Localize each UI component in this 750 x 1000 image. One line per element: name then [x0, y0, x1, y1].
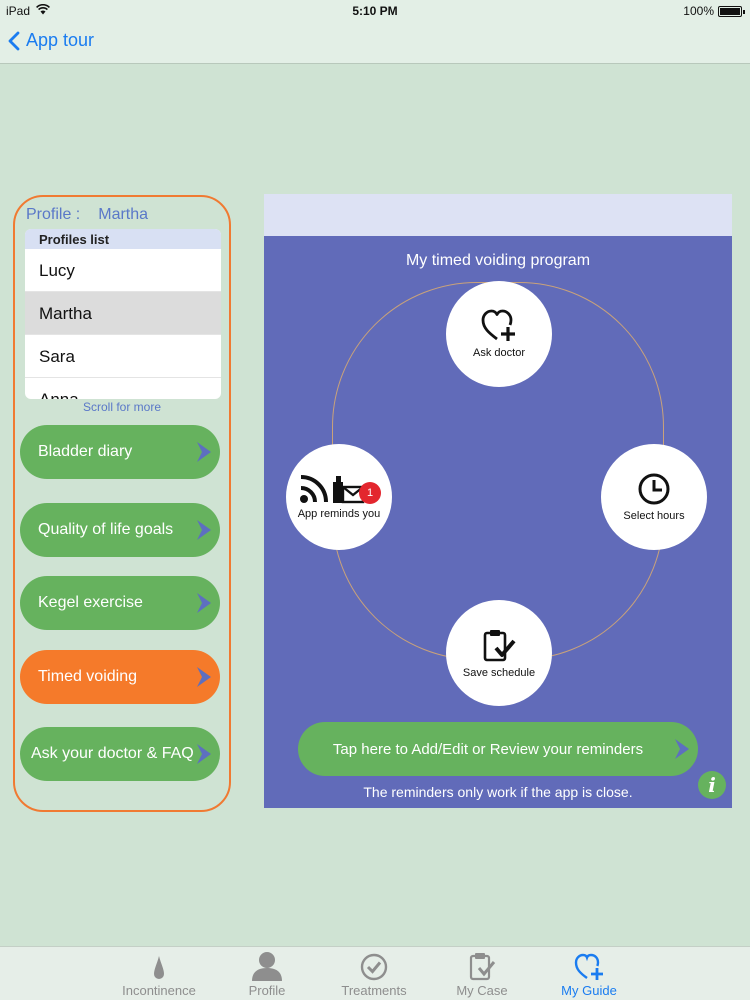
info-icon[interactable]: i — [698, 771, 726, 799]
chevron-right-icon — [197, 520, 211, 540]
battery-percent: 100% — [683, 4, 714, 18]
clipboard-icon — [469, 953, 496, 981]
left-panel: Profile :Martha Profiles list Lucy Marth… — [13, 195, 231, 812]
device-name: iPad — [6, 4, 31, 18]
clock: 5:10 PM — [352, 4, 398, 18]
panel-header — [264, 194, 732, 236]
tab-incontinence[interactable]: Incontinence — [104, 947, 214, 1000]
chevron-right-icon — [197, 593, 211, 613]
chevron-right-icon — [197, 667, 211, 687]
save-schedule-step[interactable]: Save schedule — [446, 600, 552, 706]
reminder-note: The reminders only work if the app is cl… — [363, 784, 633, 800]
quality-of-life-goals-button[interactable]: Quality of life goals — [20, 503, 220, 557]
edit-reminders-button[interactable]: Tap here to Add/Edit or Review your remi… — [298, 722, 698, 776]
ask-doctor-label: Ask doctor — [473, 347, 525, 359]
profile-row-sara[interactable]: Sara — [25, 335, 221, 378]
profile-row-lucy[interactable]: Lucy — [25, 249, 221, 292]
check-circle-icon — [360, 953, 388, 981]
rss-icon — [300, 475, 328, 503]
select-hours-step[interactable]: Select hours — [601, 444, 707, 550]
profiles-list[interactable]: Profiles list Lucy Martha Sara Anna — [25, 229, 221, 399]
tab-treatments[interactable]: Treatments — [319, 947, 429, 1000]
heart-plus-icon — [574, 953, 603, 980]
app-reminds-you-step[interactable]: App reminds you 1 — [286, 444, 392, 550]
current-profile-name: Martha — [98, 206, 149, 223]
timed-voiding-panel: My timed voiding program Ask doctor Sele… — [264, 194, 732, 808]
app-reminds-you-label: App reminds you — [297, 508, 381, 520]
save-schedule-label: Save schedule — [462, 667, 536, 679]
back-button[interactable]: App tour — [8, 30, 94, 51]
profiles-list-header: Profiles list — [25, 229, 221, 249]
chevron-right-icon — [197, 442, 211, 462]
tab-bar: Incontinence Profile Treatments My Case … — [0, 946, 750, 1000]
chevron-left-icon — [8, 31, 20, 50]
select-hours-label: Select hours — [623, 510, 685, 522]
kegel-exercise-button[interactable]: Kegel exercise — [20, 576, 220, 630]
profile-label: Profile :Martha — [26, 206, 149, 223]
ask-your-doctor-faq-button[interactable]: Ask your doctor & FAQ — [20, 727, 220, 781]
ask-doctor-step[interactable]: Ask doctor — [446, 281, 552, 387]
drop-icon — [154, 956, 164, 979]
timed-voiding-button[interactable]: Timed voiding — [20, 650, 220, 704]
program-title: My timed voiding program — [405, 252, 591, 269]
navigation-bar: App tour — [0, 22, 750, 64]
battery-icon — [718, 5, 745, 17]
notification-badge: 1 — [359, 482, 381, 504]
back-label: App tour — [26, 30, 95, 50]
wifi-icon — [36, 3, 50, 18]
profile-row-martha[interactable]: Martha — [25, 292, 221, 335]
bladder-diary-button[interactable]: Bladder diary — [20, 425, 220, 479]
clipboard-check-icon — [483, 630, 516, 662]
tab-profile[interactable]: Profile — [212, 947, 322, 1000]
chevron-right-icon — [197, 744, 211, 764]
scroll-hint: Scroll for more — [82, 400, 162, 414]
heart-plus-icon — [481, 309, 515, 341]
status-bar: iPad 5:10 PM 100% — [0, 0, 750, 22]
tab-my-case[interactable]: My Case — [427, 947, 537, 1000]
chevron-right-icon — [675, 739, 689, 759]
profile-row-anna[interactable]: Anna — [25, 378, 221, 399]
tab-my-guide[interactable]: My Guide — [534, 947, 644, 1000]
person-icon — [252, 952, 282, 981]
clock-icon — [638, 473, 670, 505]
